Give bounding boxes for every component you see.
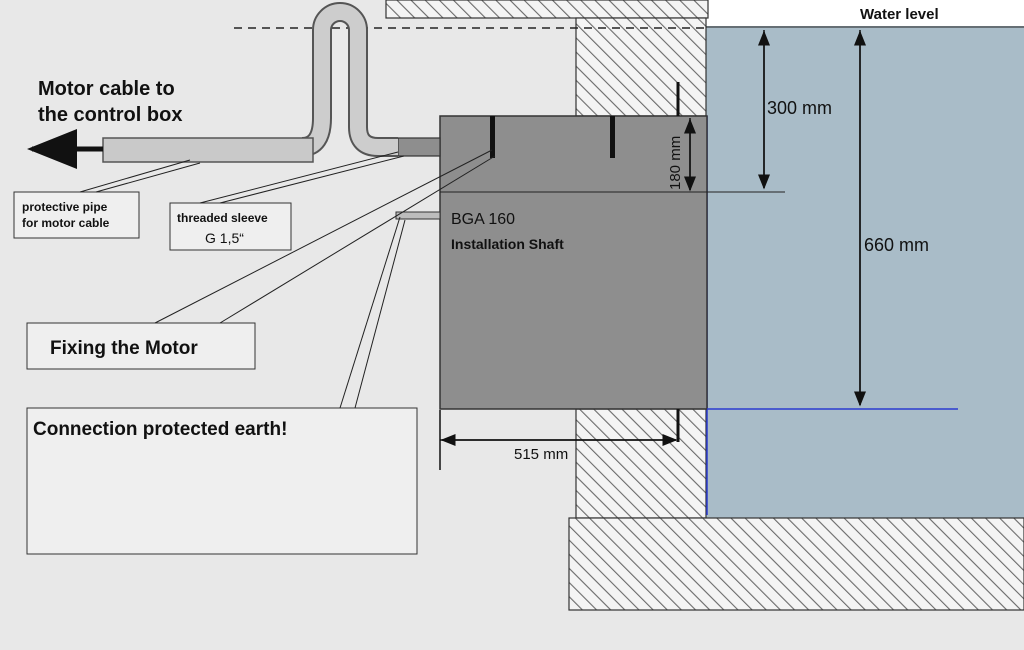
threaded-sleeve-label-line1: threaded sleeve [177,211,268,225]
wall-upper [575,17,707,117]
dimension-660-label: 660 mm [864,235,929,255]
earth-connection-label: Connection protected earth! [33,419,287,440]
protective-pipe-label-line2: for motor cable [22,216,110,230]
earth-connection-callout-box [26,407,418,555]
floor-slab [568,517,1024,611]
dimension-lines [439,30,866,470]
protective-pipe-label-line1: protective pipe [22,200,108,214]
fixing-motor-callout-box [26,322,256,370]
protective-pipe [102,137,314,163]
water-level-label: Water level [860,6,939,23]
threaded-sleeve [397,137,441,157]
fixing-bar-right [610,116,615,158]
wall-lower [575,408,707,519]
dimension-300-label: 300 mm [767,98,832,118]
protective-pipe-callout-box [13,191,140,239]
pipe-loop [301,4,398,155]
model-label: BGA 160 [451,211,515,228]
threaded-sleeve-callout-box [169,202,292,251]
installation-shaft [439,115,708,410]
motor-cable-label-line1: Motor cable to [38,78,175,100]
fixing-bar-left [490,116,495,158]
dimension-180-label: 180 mm [667,136,684,190]
air-above-water [706,0,1024,26]
top-slab [385,0,709,19]
threaded-sleeve-label-line2: G 1,5“ [205,230,244,246]
fixing-motor-label: Fixing the Motor [50,338,198,359]
earth-connection-stub [395,211,441,220]
water-basin [706,26,1024,518]
leader-lines [79,149,496,409]
motor-cable-label-line2: the control box [38,104,182,126]
installation-shaft-label: Installation Shaft [451,236,564,252]
dimension-515-label: 515 mm [514,446,568,463]
